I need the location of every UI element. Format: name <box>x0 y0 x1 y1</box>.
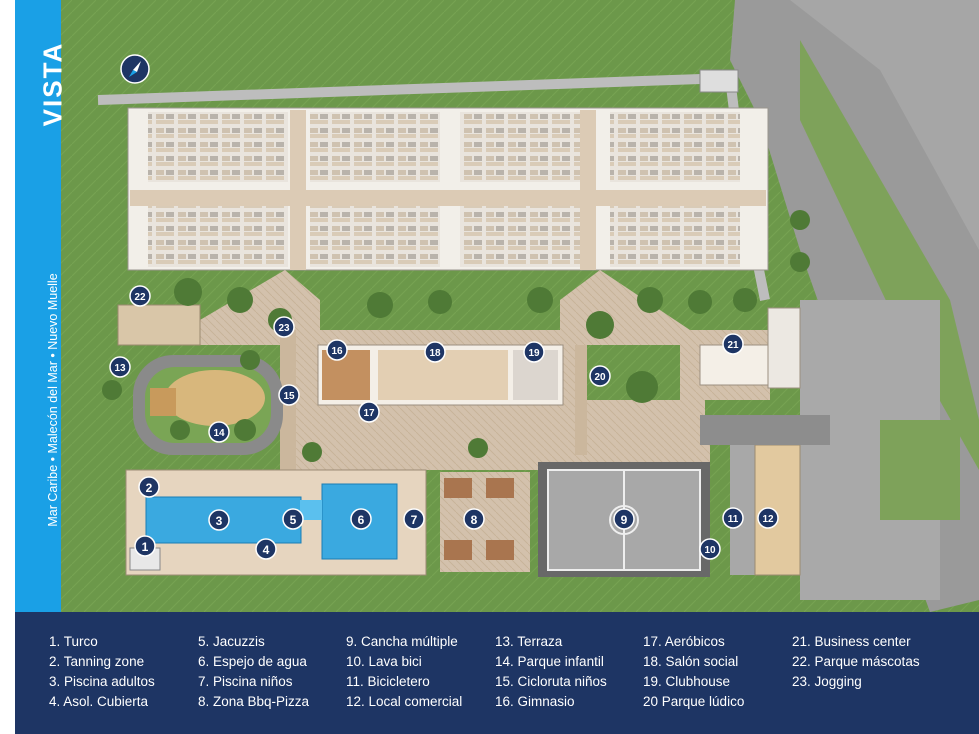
marker-21-label: 21 <box>727 340 739 351</box>
commercial-strip <box>700 415 830 576</box>
marker-1-label: 1 <box>142 540 149 554</box>
marker-4-label: 4 <box>263 543 270 557</box>
marker-18[interactable]: 18 <box>424 341 446 363</box>
marker-6[interactable]: 6 <box>350 508 372 530</box>
marker-1[interactable]: 1 <box>134 535 156 557</box>
marker-16-label: 16 <box>331 346 343 357</box>
marker-16[interactable]: 16 <box>326 339 348 361</box>
legend-item: 2. Tanning zone <box>49 654 145 669</box>
legend-item: 4. Asol. Cubierta <box>49 694 149 709</box>
legend-item: 5. Jacuzzis <box>198 634 265 649</box>
legend-column-2: 5. Jacuzzis 6. Espejo de agua 7. Piscina… <box>198 632 309 712</box>
marker-4[interactable]: 4 <box>255 538 277 560</box>
marker-7[interactable]: 7 <box>403 508 425 530</box>
marker-2[interactable]: 2 <box>138 476 160 498</box>
legend-item: 17. Aeróbicos <box>643 634 725 649</box>
marker-18-label: 18 <box>429 348 441 359</box>
marker-7-label: 7 <box>411 513 418 527</box>
legend-item: 10. Lava bici <box>346 654 422 669</box>
marker-5[interactable]: 5 <box>282 508 304 530</box>
marker-14-label: 14 <box>213 428 225 439</box>
parking-island <box>880 420 960 520</box>
marker-11[interactable]: 11 <box>722 507 744 529</box>
legend-column-1: 1. Turco 2. Tanning zone 3. Piscina adul… <box>49 632 155 712</box>
marker-6-label: 6 <box>358 513 365 527</box>
marker-22-label: 22 <box>134 292 146 303</box>
legend-item: 14. Parque infantil <box>495 654 604 669</box>
marker-8-label: 8 <box>471 513 478 527</box>
marker-9-label: 9 <box>621 513 628 527</box>
legend-item: 9. Cancha múltiple <box>346 634 458 649</box>
legend-item: 23. Jogging <box>792 674 862 689</box>
legend-item: 16. Gimnasio <box>495 694 575 709</box>
legend-item: 12. Local comercial <box>346 694 463 709</box>
legend-item: 19. Clubhouse <box>643 674 731 689</box>
marker-15-label: 15 <box>283 391 295 402</box>
legend-item: 18. Salón social <box>643 654 739 669</box>
marker-3[interactable]: 3 <box>208 509 230 531</box>
bbq-zone <box>440 472 530 572</box>
marker-15[interactable]: 15 <box>278 384 300 406</box>
legend-column-6: 21. Business center 22. Parque máscotas … <box>792 632 920 692</box>
marker-19-label: 19 <box>528 348 540 359</box>
marker-13[interactable]: 13 <box>109 356 131 378</box>
legend-item: 13. Terraza <box>495 634 563 649</box>
legend-item: 20 Parque lúdico <box>643 694 745 709</box>
legend-item: 21. Business center <box>792 634 911 649</box>
compass-icon <box>120 54 150 84</box>
marker-12-label: 12 <box>762 514 774 525</box>
site-plan-map: 1 2 3 4 5 6 7 8 9 10 11 12 13 14 15 16 1… <box>61 0 979 612</box>
marker-14[interactable]: 14 <box>208 421 230 443</box>
childrens-park <box>133 355 283 455</box>
marker-5-label: 5 <box>290 513 297 527</box>
sidebar-banner: VISTA Mar Caribe • Malecón del Mar • Nue… <box>15 0 68 612</box>
marker-17[interactable]: 17 <box>358 401 380 423</box>
marker-23[interactable]: 23 <box>273 316 295 338</box>
marker-17-label: 17 <box>363 408 375 419</box>
legend-item: 3. Piscina adultos <box>49 674 155 689</box>
legend-column-3: 9. Cancha múltiple 10. Lava bici 11. Bic… <box>346 632 462 712</box>
project-subtitle: Mar Caribe • Malecón del Mar • Nuevo Mue… <box>46 273 60 527</box>
trees <box>102 210 810 462</box>
pet-park <box>117 304 201 346</box>
marker-21[interactable]: 21 <box>722 333 744 355</box>
legend-item: 7. Piscina niños <box>198 674 293 689</box>
apartment-towers <box>127 107 769 271</box>
legend-panel: 1. Turco 2. Tanning zone 3. Piscina adul… <box>15 612 979 734</box>
gatehouse <box>699 69 739 93</box>
legend-item: 22. Parque máscotas <box>792 654 920 669</box>
marker-20-label: 20 <box>594 372 606 383</box>
project-title: VISTA <box>37 41 68 127</box>
marker-19[interactable]: 19 <box>523 341 545 363</box>
pool-area <box>125 469 427 576</box>
legend-column-5: 17. Aeróbicos 18. Salón social 19. Clubh… <box>643 632 744 712</box>
legend-item: 15. Cicloruta niños <box>495 674 607 689</box>
marker-23-label: 23 <box>278 323 290 334</box>
legend-column-4: 13. Terraza 14. Parque infantil 15. Cicl… <box>495 632 607 712</box>
marker-2-label: 2 <box>146 481 153 495</box>
marker-12[interactable]: 12 <box>757 507 779 529</box>
marker-8[interactable]: 8 <box>463 508 485 530</box>
marker-11-label: 11 <box>728 514 739 525</box>
legend-item: 8. Zona Bbq-Pizza <box>198 694 310 709</box>
marker-13-label: 13 <box>114 363 126 374</box>
marker-3-label: 3 <box>216 514 223 528</box>
marker-10[interactable]: 10 <box>699 538 721 560</box>
marker-22[interactable]: 22 <box>129 285 151 307</box>
business-center <box>699 307 801 389</box>
legend-item: 1. Turco <box>49 634 98 649</box>
legend-item: 6. Espejo de agua <box>198 654 307 669</box>
marker-9[interactable]: 9 <box>613 508 635 530</box>
legend-item: 11. Bicicletero <box>346 674 430 689</box>
marker-10-label: 10 <box>704 545 716 556</box>
marker-20[interactable]: 20 <box>589 365 611 387</box>
road-lane <box>790 0 979 250</box>
